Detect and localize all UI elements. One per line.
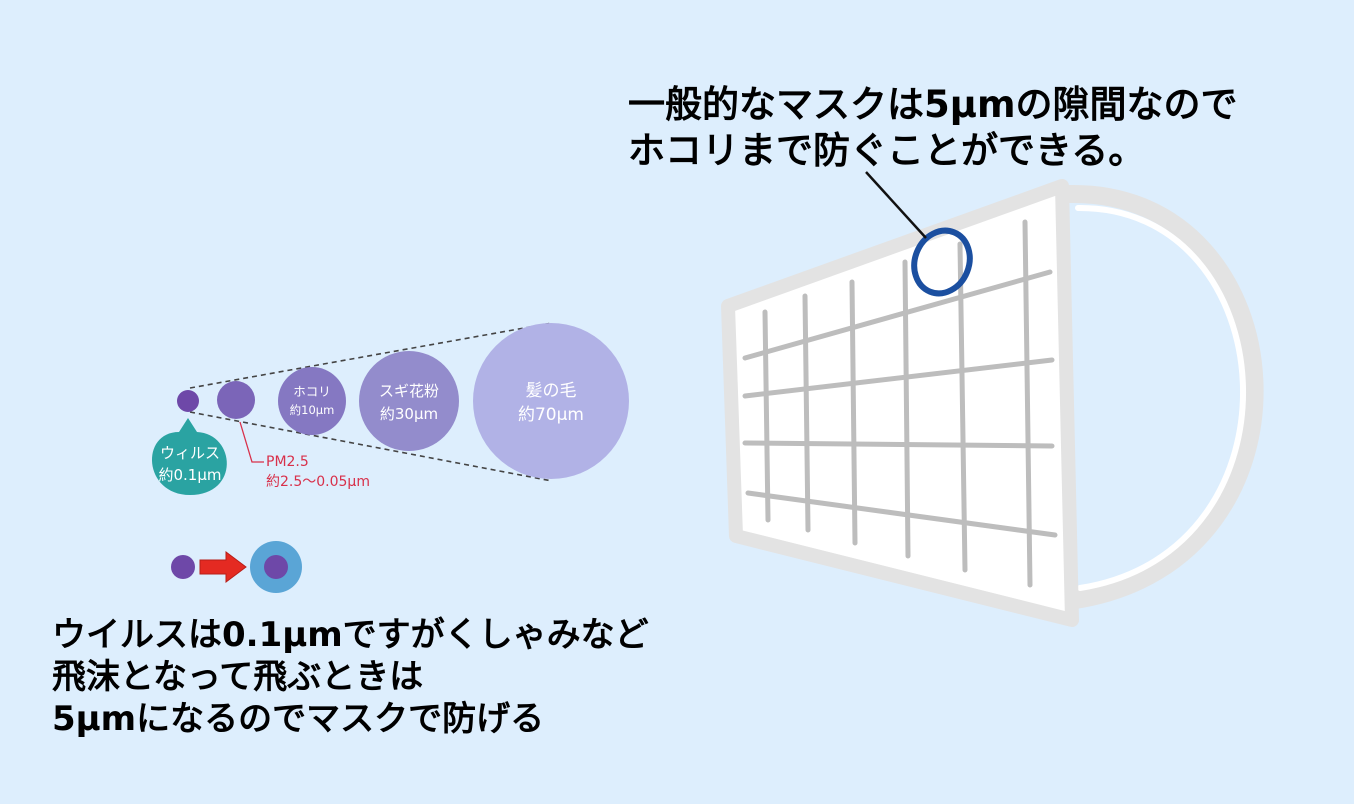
leader-line [865,171,927,239]
mask-caption-line-2: ホコリまで防ぐことができる。 [628,129,1146,172]
pm25-label: PM2.5 [266,454,309,470]
cedar-pollen-size: 約30µm [380,405,438,423]
mask-caption-line-1: 一般的なマスクは5µmの隙間なので [628,83,1238,126]
hair-circle [473,323,629,479]
pm25-circle [217,381,255,419]
hair-size: 約70µm [518,405,584,425]
virus-bubble [152,418,227,495]
droplet-caption-line-2: 飛沫となって飛ぶときは [52,657,424,697]
dust-label: ホコリ [293,384,331,399]
right-arrow-icon [199,551,247,583]
virus-dot [177,390,199,412]
mask-ear-loop [1061,184,1264,609]
virus-particle [171,555,195,579]
droplet-caption: ウイルスは0.1µmですがくしゃみなど 飛沫となって飛ぶときは 5µmになるので… [52,614,649,740]
mask-body [721,179,1079,627]
face-mask-icon [721,171,1264,627]
pm25-size: 約2.5〜0.05µm [266,474,370,490]
dust-circle [278,367,346,435]
hair-label: 髪の毛 [526,381,577,401]
droplet-transformation [171,541,302,593]
size-comparison: 髪の毛 約70µm スギ花粉 約30µm ホコリ 約10µm PM2.5 約2.… [152,322,629,495]
pm25-leader [239,421,264,463]
cone-top-line [189,322,553,389]
droplet-caption-line-1: ウイルスは0.1µmですがくしゃみなど [52,615,649,655]
mask-fiber-grid [742,219,1058,588]
virus-size: 約0.1µm [158,466,221,484]
cone-bottom-line [189,411,553,482]
droplet-caption-line-3: 5µmになるのでマスクで防げる [52,699,545,739]
mask-gap-marker [911,227,973,297]
cedar-pollen-label: スギ花粉 [379,382,439,400]
mask-gap-caption: 一般的なマスクは5µmの隙間なので ホコリまで防ぐことができる。 [628,82,1238,174]
droplet-virus-core [264,555,288,579]
virus-label: ウィルス [160,444,220,462]
cedar-pollen-circle [359,351,459,451]
dust-size: 約10µm [290,403,335,417]
